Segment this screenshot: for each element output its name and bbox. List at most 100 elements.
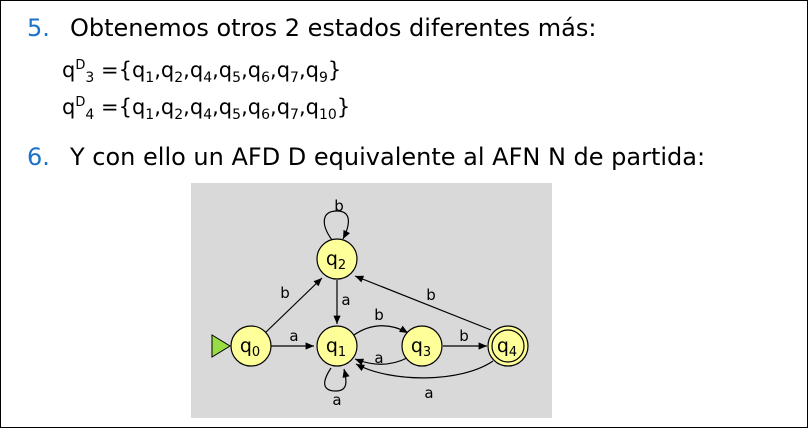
edge-label: a xyxy=(424,384,433,402)
set-element-subscript: 1 xyxy=(145,70,155,86)
comma: , xyxy=(212,58,219,82)
formula-base: q xyxy=(62,95,76,119)
set-element-subscript: 1 xyxy=(145,107,155,123)
set-element: q xyxy=(218,58,233,82)
set-element: q xyxy=(160,58,175,82)
state-q2: q2 xyxy=(316,238,358,280)
set-element: q xyxy=(247,58,262,82)
state-name: q xyxy=(240,335,252,357)
formula-qd4: qD4 ={q1,q2,q4,q5,q6,q7,q10} xyxy=(62,95,350,123)
set-element-subscript: 2 xyxy=(174,70,184,86)
edge-label: a xyxy=(341,291,350,309)
edge-q0-q2 xyxy=(264,277,323,334)
set-element: q xyxy=(305,58,319,82)
state-subscript: 1 xyxy=(338,345,346,360)
comma: , xyxy=(183,95,190,119)
formula-base: q xyxy=(62,58,76,82)
formula-qd3: qD3 ={q1,q2,q4,q5,q6,q7,q9} xyxy=(62,58,341,86)
diagram-background xyxy=(191,183,552,418)
set-element: q xyxy=(189,95,204,119)
state-label: q4 xyxy=(497,335,517,360)
edge-label: b xyxy=(426,286,436,304)
set-element-subscript: 6 xyxy=(261,70,271,86)
formula-brace: } xyxy=(336,95,351,119)
comma: , xyxy=(183,58,190,82)
state-label: q3 xyxy=(411,335,431,360)
edge-label: b xyxy=(334,197,344,215)
comma: , xyxy=(270,58,277,82)
state-circle xyxy=(230,325,272,367)
formula-brace: { xyxy=(118,95,132,119)
formula-subscript: 3 xyxy=(85,70,95,86)
comma: , xyxy=(298,58,306,82)
set-element: q xyxy=(276,95,291,119)
set-element-subscript: 5 xyxy=(232,107,242,123)
edge-q3-q1 xyxy=(354,357,408,366)
edge-q1-q1 xyxy=(324,367,350,392)
state-subscript: 0 xyxy=(252,345,260,360)
comma: , xyxy=(212,95,219,119)
comma: , xyxy=(241,95,248,119)
set-element: q xyxy=(189,58,204,82)
state-subscript: 3 xyxy=(423,345,431,360)
state-circle xyxy=(401,325,443,367)
state-q4: q4 xyxy=(487,325,529,367)
state-name: q xyxy=(326,335,338,357)
edge-q4-q2 xyxy=(354,275,492,331)
set-element-subscript: 6 xyxy=(261,107,271,123)
set-element: q xyxy=(305,95,319,119)
edge-label: b xyxy=(374,306,384,324)
state-q3: q3 xyxy=(401,325,443,367)
state-q1: q1 xyxy=(316,325,358,367)
formula-superscript: D xyxy=(75,95,86,110)
edge-q1-q3 xyxy=(353,325,409,336)
formula-brace: } xyxy=(327,58,342,82)
edge-q4-q1 xyxy=(355,360,494,379)
set-element-subscript: 7 xyxy=(290,70,299,86)
accepting-ring xyxy=(491,329,525,363)
formula-subscript: 4 xyxy=(85,107,95,123)
item-text-6: Y con ello un AFD D equivalente al AFN N… xyxy=(70,143,706,171)
state-name: q xyxy=(411,335,423,357)
state-label: q0 xyxy=(240,335,260,360)
comma: , xyxy=(241,58,248,82)
state-circle xyxy=(316,325,358,367)
edge-label: a xyxy=(289,327,298,345)
item-number-6: 6. xyxy=(27,143,50,171)
set-element: q xyxy=(247,95,262,119)
item-number-5: 5. xyxy=(27,14,50,42)
edge-label: a xyxy=(332,391,341,409)
state-name: q xyxy=(326,248,338,270)
formula-equals: = xyxy=(94,58,119,82)
set-element: q xyxy=(276,58,291,82)
comma: , xyxy=(270,95,277,119)
state-label: q2 xyxy=(326,248,346,273)
set-element: q xyxy=(218,95,233,119)
formula-equals: = xyxy=(94,95,119,119)
edge-label: b xyxy=(280,284,290,302)
set-element-subscript: 9 xyxy=(319,70,328,86)
set-element: q xyxy=(131,95,146,119)
set-element-subscript: 5 xyxy=(232,70,242,86)
state-circle xyxy=(316,238,358,280)
edge-label: b xyxy=(459,327,469,345)
formula-superscript: D xyxy=(75,58,86,73)
state-q0: q0 xyxy=(230,325,272,367)
set-element: q xyxy=(131,58,146,82)
formula-brace: { xyxy=(118,58,132,82)
set-element-subscript: 4 xyxy=(203,70,213,86)
set-element-subscript: 4 xyxy=(203,107,213,123)
edge-q2-q2 xyxy=(323,210,350,241)
comma: , xyxy=(154,95,161,119)
start-arrow-icon xyxy=(211,334,231,358)
set-element-subscript: 10 xyxy=(319,107,337,123)
state-subscript: 2 xyxy=(338,258,346,273)
set-element-subscript: 7 xyxy=(290,107,299,123)
state-label: q1 xyxy=(326,335,346,360)
state-subscript: 4 xyxy=(509,345,517,360)
state-name: q xyxy=(497,335,509,357)
edge-label: a xyxy=(374,349,383,367)
item-text-5: Obtenemos otros 2 estados diferentes más… xyxy=(70,14,597,42)
set-element: q xyxy=(160,95,175,119)
